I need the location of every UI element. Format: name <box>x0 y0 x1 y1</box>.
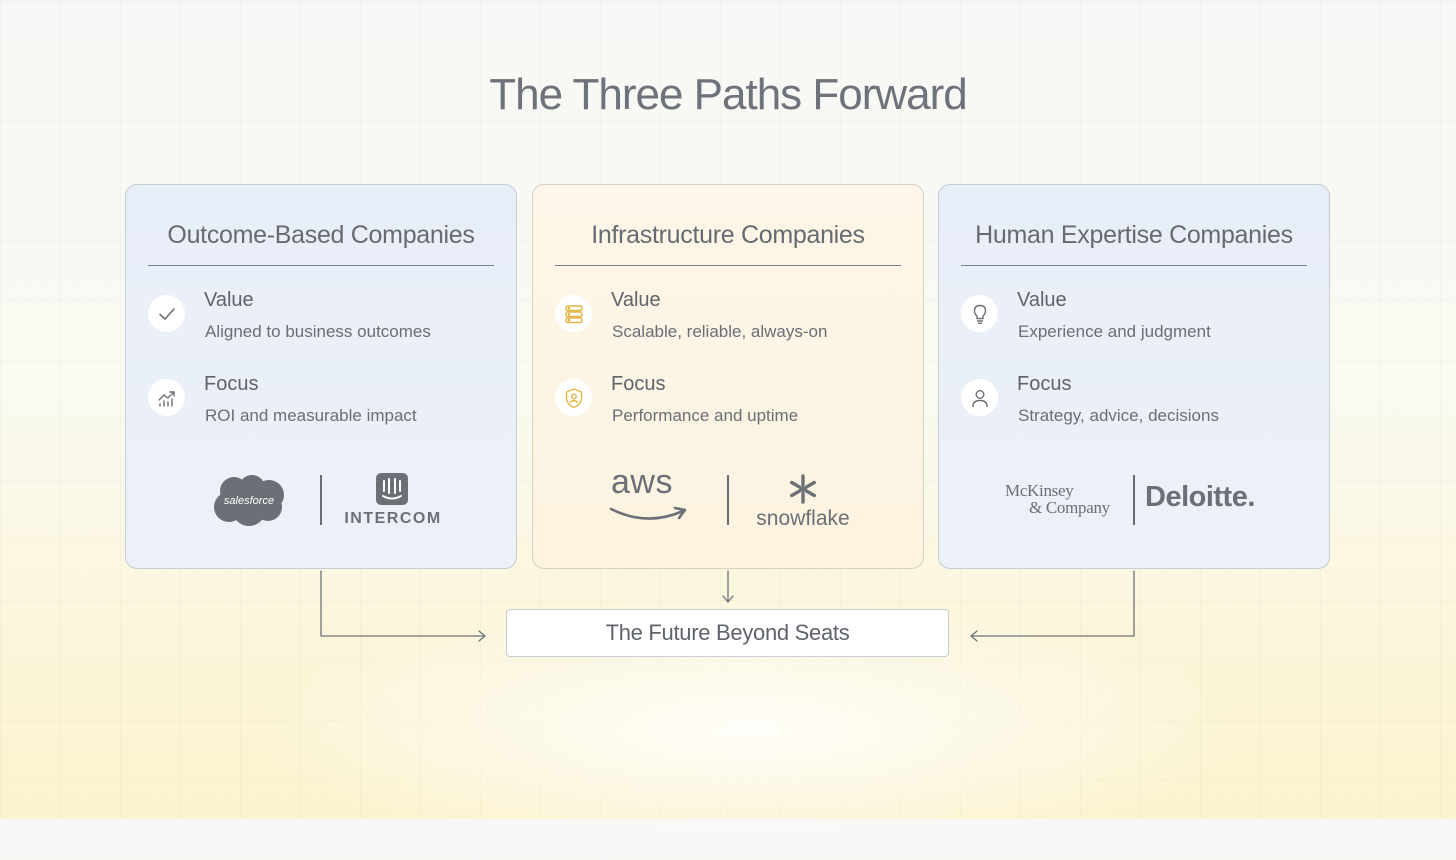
person-icon <box>961 379 998 416</box>
company-logos: salesforce INTERCOM <box>126 473 516 533</box>
shield-user-icon <box>555 379 592 416</box>
item-label: Focus <box>611 373 666 395</box>
card-infrastructure: Infrastructure Companies Value Scalable,… <box>532 184 924 569</box>
focus-item: Focus Strategy, advice, decisions <box>961 373 1307 433</box>
item-description: Experience and judgment <box>1018 322 1211 341</box>
connector-arrows <box>320 570 1135 642</box>
focus-item: Focus ROI and measurable impact <box>148 373 494 433</box>
card-divider <box>961 265 1307 266</box>
logo-divider <box>727 475 729 525</box>
logo-divider <box>1133 475 1135 525</box>
card-divider <box>555 265 901 266</box>
value-item: Value Aligned to business outcomes <box>148 289 494 349</box>
item-label: Focus <box>204 373 259 395</box>
growth-chart-icon <box>148 379 185 416</box>
deloitte-logo: Deloitte. <box>1145 481 1255 513</box>
page-title: The Three Paths Forward <box>489 70 968 119</box>
card-human-expertise: Human Expertise Companies Value Experien… <box>938 184 1330 569</box>
item-description: ROI and measurable impact <box>205 406 417 425</box>
intercom-logo: INTERCOM <box>344 473 442 529</box>
item-description: Aligned to business outcomes <box>205 322 431 341</box>
lightbulb-icon <box>961 295 998 332</box>
item-description: Scalable, reliable, always-on <box>612 322 828 341</box>
item-description: Strategy, advice, decisions <box>1018 406 1219 425</box>
future-beyond-seats-box: The Future Beyond Seats <box>506 609 949 657</box>
snowflake-logo: snowflake <box>751 473 855 530</box>
checkmark-icon <box>148 295 185 332</box>
card-divider <box>148 265 494 266</box>
server-stack-icon <box>555 295 592 332</box>
focus-item: Focus Performance and uptime <box>555 373 901 433</box>
logo-divider <box>320 475 322 525</box>
aws-logo: aws <box>605 463 693 529</box>
value-item: Value Experience and judgment <box>961 289 1307 349</box>
item-label: Value <box>1017 289 1067 311</box>
card-title: Human Expertise Companies <box>975 221 1293 249</box>
svg-text:salesforce: salesforce <box>224 495 274 507</box>
card-outcome-based: Outcome-Based Companies Value Aligned to… <box>125 184 517 569</box>
card-title: Outcome-Based Companies <box>167 221 475 249</box>
item-label: Value <box>204 289 254 311</box>
left-connector <box>320 570 486 637</box>
mckinsey-logo: McKinsey & Company <box>1005 481 1110 517</box>
right-connector <box>970 570 1135 637</box>
card-title: Infrastructure Companies <box>591 221 865 249</box>
salesforce-logo: salesforce <box>214 475 284 526</box>
item-label: Focus <box>1017 373 1072 395</box>
company-logos: McKinsey & Company Deloitte. <box>939 473 1329 533</box>
value-item: Value Scalable, reliable, always-on <box>555 289 901 349</box>
item-label: Value <box>611 289 661 311</box>
snowflake-icon <box>789 474 817 504</box>
item-description: Performance and uptime <box>612 406 799 425</box>
company-logos: aws snowflake <box>533 463 923 533</box>
